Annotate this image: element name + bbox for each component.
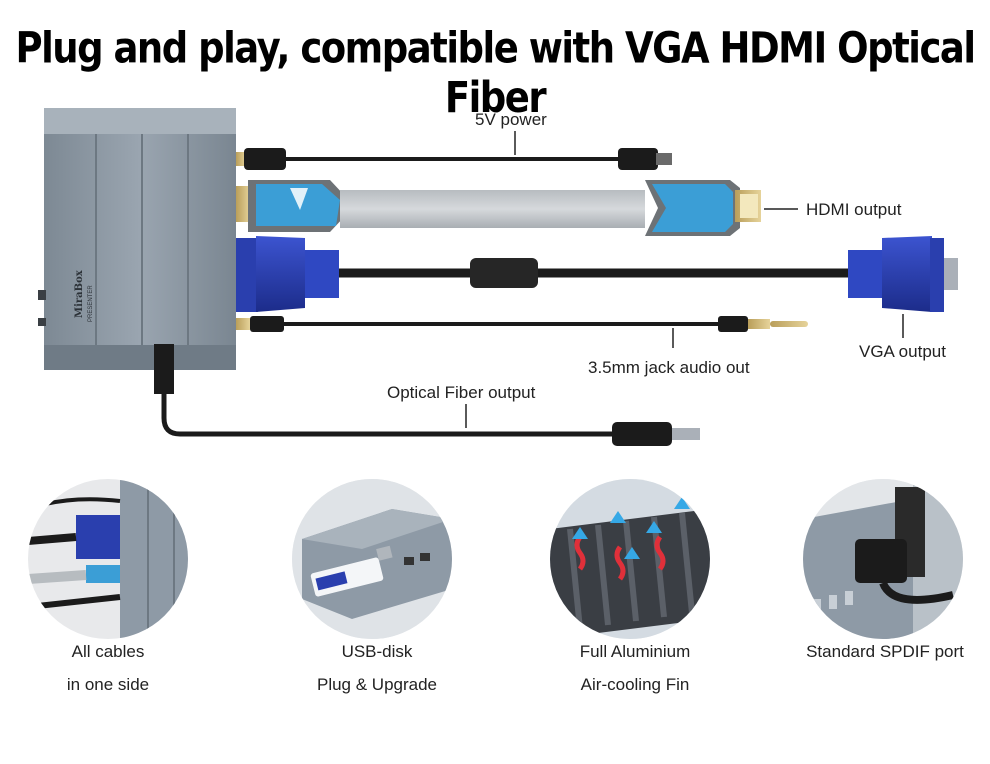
hdmi-cable [236,180,798,236]
power-cable [236,131,672,170]
cable-diagram: MiraBox PRESENTER [38,108,958,446]
feature-caption-line2: Plug & Upgrade [316,675,438,694]
feature-caption-line2: in one side [66,675,150,694]
label-audio-out: 3.5mm jack audio out [588,358,750,377]
feature-image-usb [292,479,452,639]
feature-caption-fin: Full Aluminium Air-cooling Fin [550,635,720,701]
device-brand: MiraBox [74,269,85,318]
device-box [38,108,236,370]
feature-image-cables [28,479,188,639]
label-optical-output: Optical Fiber output [387,383,536,402]
feature-caption-line1: Full Aluminium [579,642,691,661]
feature-caption-usb: USB-disk Plug & Upgrade [292,635,462,701]
feature-caption-line1: All cables [71,642,145,661]
feature-caption-spdif: Standard SPDIF port [795,635,975,668]
feature-image-spdif [803,479,963,639]
feature-image-fin [550,479,710,639]
label-vga-output: VGA output [859,342,946,361]
page-title: Plug and play, compatible with VGA HDMI … [15,23,976,123]
feature-caption-line2: Air-cooling Fin [580,675,690,694]
optical-cable [154,344,700,446]
label-5v-power: 5V power [475,110,547,129]
label-hdmi-output: HDMI output [806,200,902,219]
feature-caption-line1: Standard SPDIF port [806,642,964,661]
audio-cable [236,316,808,348]
vga-cable [236,236,958,338]
feature-caption-cables: All cables in one side [28,635,188,701]
device-sub: PRESENTER [88,285,94,322]
feature-caption-line1: USB-disk [341,642,413,661]
